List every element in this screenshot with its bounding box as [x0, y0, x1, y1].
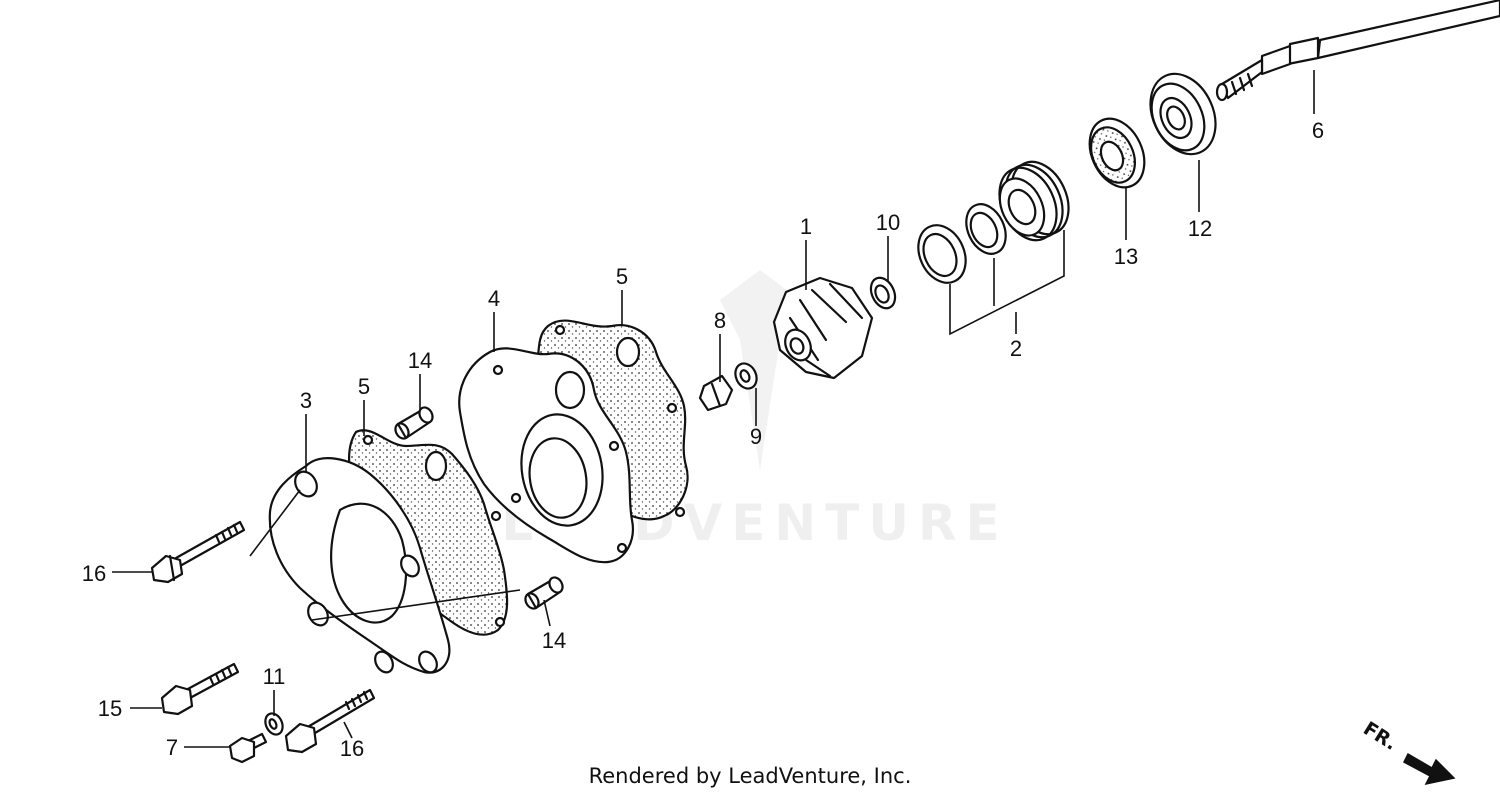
callout-2: 2 [1010, 336, 1022, 361]
callout-16-upper: 16 [82, 561, 106, 586]
part-7-bolt [228, 732, 268, 764]
callout-10: 10 [876, 210, 900, 235]
part-2-seal-set [917, 160, 1070, 284]
callout-8: 8 [714, 308, 726, 333]
part-16-bolt-lower [284, 688, 376, 754]
callout-4: 4 [488, 286, 500, 311]
callout-5-lower: 5 [358, 374, 370, 399]
part-9-washer [734, 362, 758, 390]
part-11-washer [264, 712, 284, 736]
front-direction-arrow [1403, 752, 1456, 786]
part-10-washer [869, 276, 897, 310]
part-4-gasket-plate [458, 347, 634, 564]
callout-12: 12 [1188, 216, 1212, 241]
callout-3: 3 [300, 388, 312, 413]
leader-lines [112, 70, 1315, 748]
part-16-bolt-upper [150, 520, 246, 584]
front-direction-label: FR. [1359, 718, 1400, 755]
part-1-impeller [772, 276, 874, 380]
part-13-seal [1088, 117, 1146, 189]
assembly-lines [249, 489, 521, 621]
part-14-dowel-lower [524, 576, 564, 610]
callout-9: 9 [750, 424, 762, 449]
part-5-gasket-lower [347, 429, 509, 636]
callout-11: 11 [263, 664, 286, 689]
part-6-shaft [1215, 0, 1500, 102]
callout-7: 7 [166, 735, 178, 760]
part-12-bearing [1149, 72, 1217, 156]
callout-15: 15 [98, 696, 122, 721]
callout-13: 13 [1114, 244, 1138, 269]
part-3-pump-cover [268, 457, 451, 674]
part-15-bolt [160, 662, 240, 716]
callout-14-lower: 14 [542, 628, 566, 653]
part-14-dowel-upper [394, 406, 434, 440]
callout-14-upper: 14 [408, 348, 432, 373]
render-credit: Rendered by LeadVenture, Inc. [588, 764, 912, 788]
callout-6: 6 [1312, 118, 1324, 143]
callout-5-upper: 5 [616, 264, 628, 289]
callout-1: 1 [800, 214, 812, 239]
callout-labels: 1 2 3 4 5 5 6 7 8 9 10 11 12 13 14 14 15… [82, 118, 1324, 761]
part-8-cap-nut [698, 374, 734, 412]
callout-16-lower: 16 [340, 736, 364, 761]
